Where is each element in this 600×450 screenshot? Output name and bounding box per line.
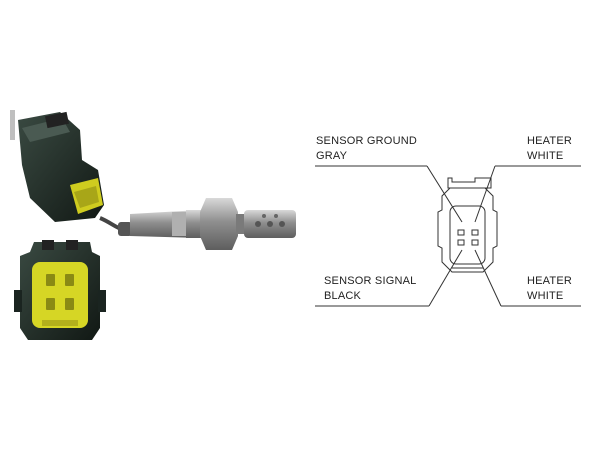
oxygen-sensor-photo	[99, 198, 296, 250]
connector-side-photo	[10, 110, 104, 222]
leader-line	[474, 249, 502, 307]
pin-function-text: SENSOR GROUND	[316, 135, 417, 147]
product-photo-panel	[10, 110, 296, 340]
connector-outline	[437, 177, 498, 273]
pin	[457, 229, 465, 236]
label-sensor-signal: SENSOR SIGNAL BLACK	[324, 274, 416, 304]
label-sensor-ground: SENSOR GROUND GRAY	[316, 134, 417, 164]
pin-function-text: SENSOR SIGNAL	[324, 275, 417, 287]
pin-function-text: HEATER	[527, 135, 573, 147]
pin	[471, 229, 479, 236]
wire-color-text: WHITE	[527, 150, 564, 162]
leader-line	[474, 165, 496, 223]
pin	[457, 239, 465, 246]
wire-color-text: BLACK	[324, 290, 362, 302]
connector-pins	[457, 229, 479, 246]
wire-color-text: WHITE	[527, 290, 564, 302]
leader-line	[428, 249, 463, 307]
label-heater-top: HEATER WHITE	[527, 134, 572, 164]
label-heater-bottom: HEATER WHITE	[527, 274, 572, 304]
wire-color-text: GRAY	[316, 150, 348, 162]
product-photos	[10, 110, 296, 340]
connector-face-photo	[14, 240, 106, 340]
connector-pinout-diagram	[315, 165, 581, 307]
pin-function-text: HEATER	[527, 275, 573, 287]
wiring-diagram: SENSOR GROUND GRAY HEATER WHITE SENSOR S…	[305, 0, 600, 450]
pin	[471, 239, 479, 246]
